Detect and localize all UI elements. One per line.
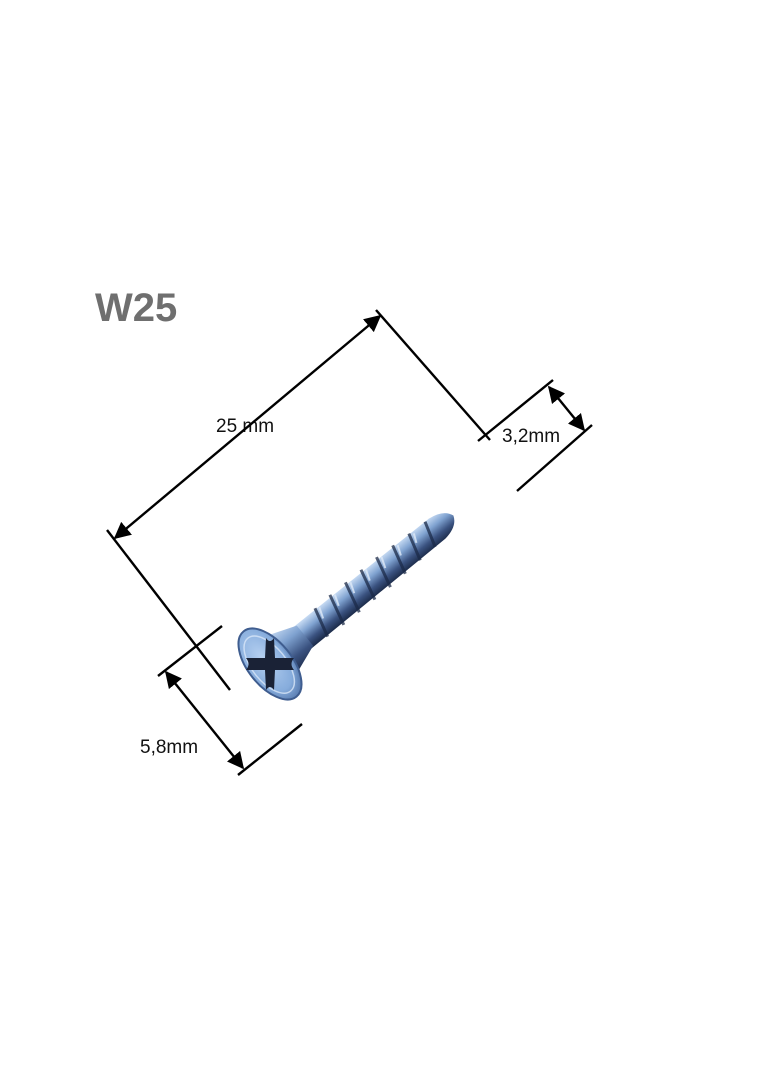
thread-diameter-dimension-line [547,385,586,432]
head-diameter-dimension-line [164,670,245,770]
dimension-arrows [113,314,586,770]
length-dimension-line [113,314,382,540]
screw-icon [237,513,455,701]
thread-diameter-label: 3,2mm [502,426,561,447]
extension-lines [106,309,593,776]
